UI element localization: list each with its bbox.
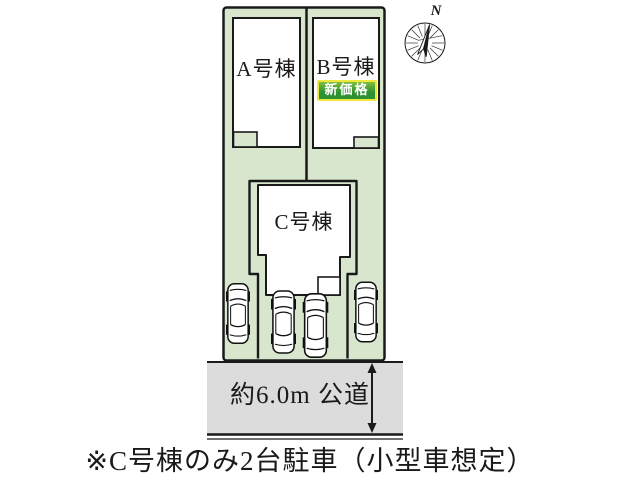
building-b-porch <box>353 136 380 149</box>
building-c-porch <box>317 276 341 296</box>
compass-icon <box>404 22 446 64</box>
parking-note-caption: ※C号棟のみ2台駐車（小型車想定） <box>85 446 535 476</box>
car-icon-4 <box>354 281 378 343</box>
road-area <box>207 361 403 435</box>
new-price-badge: 新価格 <box>317 80 377 101</box>
north-indicator-label: N <box>430 3 442 19</box>
road-width-arrow <box>367 363 377 433</box>
car-icon-3 <box>302 293 329 358</box>
building-a <box>232 17 301 148</box>
car-icon-2 <box>271 290 296 354</box>
road-width-label: 約6.0m 公道 <box>230 382 370 409</box>
building-b-label: B号棟 <box>316 55 376 79</box>
parcel-c-boundary <box>248 179 358 359</box>
building-a-porch <box>232 131 258 148</box>
building-c-label: C号棟 <box>274 210 334 234</box>
building-a-label: A号棟 <box>236 57 297 81</box>
car-icon-1 <box>226 282 250 345</box>
